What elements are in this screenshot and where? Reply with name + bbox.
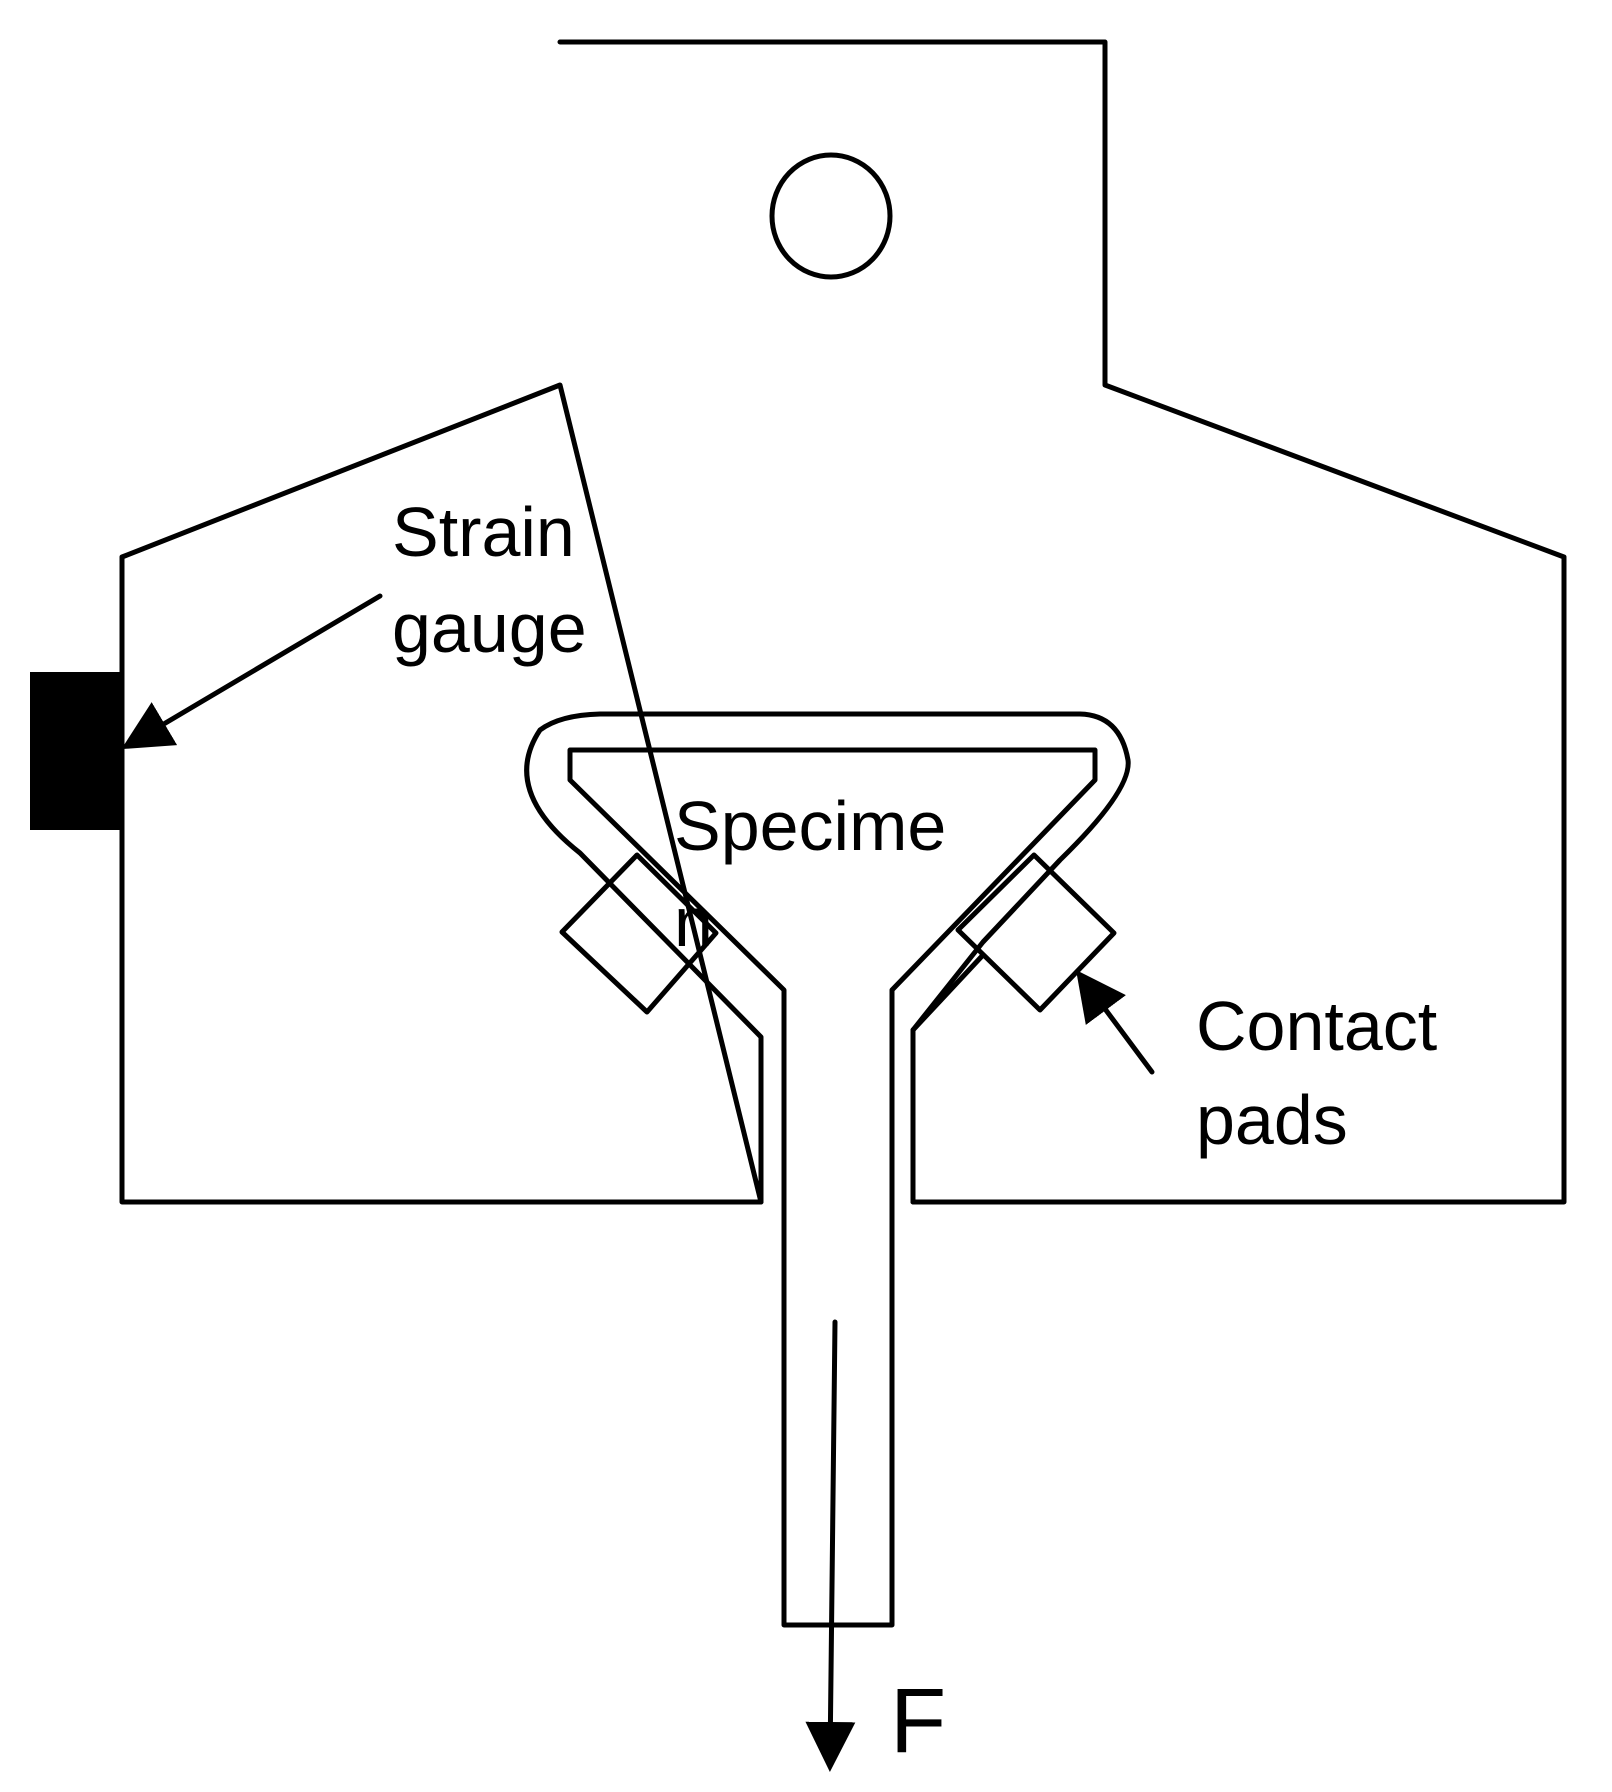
- specimen-outline: [567, 747, 1098, 1628]
- specimen-label-line1: Specime: [674, 787, 946, 865]
- strain-gauge-label-line1: Strain: [392, 493, 575, 571]
- holder-cavity-outline: [524, 711, 1131, 1205]
- contact-pad-right: [955, 852, 1117, 1013]
- strain-gauge-block: [30, 672, 122, 830]
- mounting-hole: [769, 152, 893, 280]
- contact-pads-label-line1: Contact: [1196, 987, 1437, 1065]
- contact-pad-left: [559, 852, 719, 1015]
- strain-gauge-arrow: [121, 593, 383, 750]
- strain-gauge-label-line2: gauge: [392, 589, 587, 667]
- force-arrow: [805, 1319, 856, 1772]
- contact-pads-arrow: [1076, 969, 1155, 1075]
- specimen-label-line2: n: [674, 883, 713, 961]
- contact-pads-label-line2: pads: [1196, 1081, 1348, 1159]
- force-label: F: [890, 1670, 946, 1772]
